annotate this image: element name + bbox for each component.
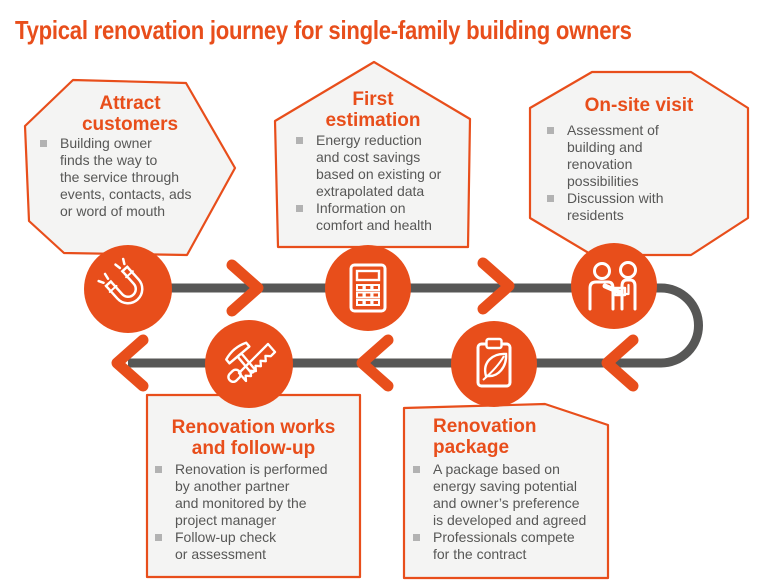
list-item: Professionals compete for the contract <box>413 529 598 563</box>
bullet-square-icon <box>547 195 554 202</box>
bullet-square-icon <box>155 466 162 473</box>
list-item: A package based on energy saving potenti… <box>413 461 598 529</box>
stage-title: On-site visit <box>584 95 694 116</box>
arrow-left-icon <box>601 334 639 392</box>
stage-circle-onsite <box>571 243 657 329</box>
list-item: Discussion with residents <box>547 190 717 224</box>
bullet-square-icon <box>296 137 303 144</box>
list-item: Building owner finds the way to the serv… <box>40 135 210 220</box>
arrow-left-icon <box>111 334 149 392</box>
journey-path <box>128 283 703 368</box>
stage-title: Renovation works and follow-up <box>171 417 336 459</box>
bullet-square-icon <box>413 466 420 473</box>
hammer-saw-icon <box>225 341 277 384</box>
bullet-square-icon <box>296 205 303 212</box>
bullet-square-icon <box>40 140 47 147</box>
magnet-icon <box>97 257 144 305</box>
arrow-right-icon <box>477 257 515 315</box>
stage-title: Attract customers <box>81 93 179 135</box>
stage-title: First estimation <box>325 89 421 131</box>
handshake-icon <box>588 261 637 311</box>
bullet-square-icon <box>155 534 162 541</box>
arrow-right-icon <box>226 259 264 317</box>
stage-circle-works <box>205 320 293 408</box>
list-item: Information on comfort and health <box>296 200 466 234</box>
bullet-square-icon <box>547 127 554 134</box>
list-item: Renovation is performed by another partn… <box>155 461 345 529</box>
stage-circle-attract <box>84 245 172 333</box>
arrow-left-icon <box>356 334 394 392</box>
stage-circle-estimation <box>325 245 411 331</box>
bullet-square-icon <box>413 534 420 541</box>
calculator-icon <box>349 263 387 313</box>
clipboard-leaf-icon <box>476 337 512 388</box>
list-item: Energy reduction and cost savings based … <box>296 132 466 200</box>
list-item: Follow-up check or assessment <box>155 529 345 563</box>
page-title: Typical renovation journey for single-fa… <box>15 15 632 45</box>
list-item: Assessment of building and renovation po… <box>547 122 717 190</box>
stage-circle-package <box>451 321 537 407</box>
stage-title: Renovation package <box>433 416 537 458</box>
